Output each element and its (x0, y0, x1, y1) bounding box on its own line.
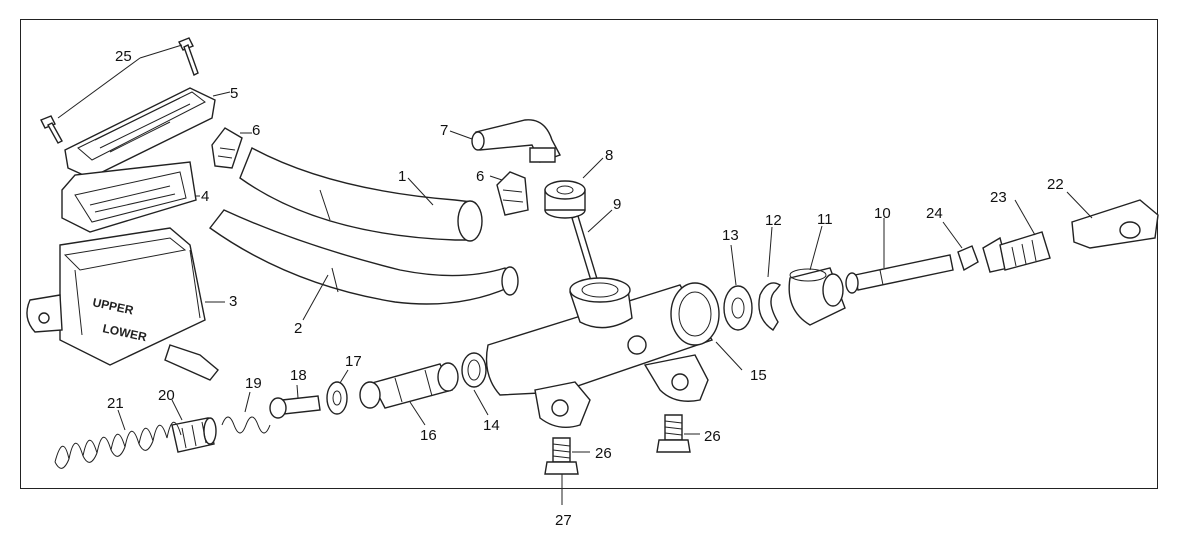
callout-18: 18 (290, 367, 307, 384)
part-17-spring-seat (326, 369, 349, 415)
part-10-pushrod (845, 218, 954, 294)
callout-26-left: 26 (595, 445, 612, 462)
part-2-hose-lower (208, 209, 519, 321)
part-14-seal-ring (461, 352, 489, 416)
part-8-grommet (544, 157, 604, 219)
part-9-tube (571, 209, 613, 285)
callout-9: 9 (613, 196, 621, 213)
part-24-nut (942, 221, 979, 272)
callout-19: 19 (245, 375, 262, 392)
callout-12: 12 (765, 212, 782, 229)
callout-27: 27 (555, 512, 572, 529)
part-19-small-spring (221, 391, 271, 434)
part-26-bolts (544, 414, 700, 475)
callout-22: 22 (1047, 176, 1064, 193)
callout-20: 20 (158, 387, 175, 404)
callout-14: 14 (483, 417, 500, 434)
callout-24: 24 (926, 205, 943, 222)
callout-23: 23 (990, 189, 1007, 206)
callout-3: 3 (229, 293, 237, 310)
callout-6-left: 6 (252, 122, 260, 139)
callout-10: 10 (874, 205, 891, 222)
callout-labels: 1 2 3 4 5 6 6 7 8 9 10 11 12 13 14 15 16… (107, 48, 1064, 529)
part-18-valve (269, 384, 321, 419)
callout-17: 17 (345, 353, 362, 370)
part-21-large-spring (54, 409, 182, 469)
part-12-circlip (758, 226, 782, 331)
part-5-reservoir-cap (64, 87, 231, 179)
part-13-washer (723, 244, 753, 331)
part-16-piston (359, 362, 459, 426)
callout-6-mid: 6 (476, 168, 484, 185)
part-6-hose-clip-mid (489, 171, 529, 216)
part-15-cylinder-body (485, 277, 743, 428)
callout-7: 7 (440, 122, 448, 139)
part-6-hose-clip-left (211, 127, 252, 169)
part-22-clevis-end (1066, 191, 1159, 249)
callout-1: 1 (398, 168, 406, 185)
part-1-hose-upper (239, 147, 483, 242)
callout-21: 21 (107, 395, 124, 412)
callout-4: 4 (201, 188, 209, 205)
part-4-diaphragm (61, 161, 200, 233)
part-25-screws (40, 37, 199, 144)
callout-2: 2 (294, 320, 302, 337)
callout-16: 16 (420, 427, 437, 444)
callout-15: 15 (750, 367, 767, 384)
callout-8: 8 (605, 147, 613, 164)
part-11-dust-boot (788, 225, 846, 326)
part-20-spring-cup (171, 399, 217, 453)
callout-11: 11 (817, 211, 833, 228)
part-7-elbow-fitting (449, 119, 562, 163)
callout-5: 5 (230, 85, 238, 102)
part-3-reservoir: UPPER LOWER (26, 227, 225, 381)
callout-26-right: 26 (704, 428, 721, 445)
diagram-frame (20, 19, 1158, 489)
callout-13: 13 (722, 227, 739, 244)
part-23-clevis (982, 199, 1051, 273)
callout-25: 25 (115, 48, 132, 65)
